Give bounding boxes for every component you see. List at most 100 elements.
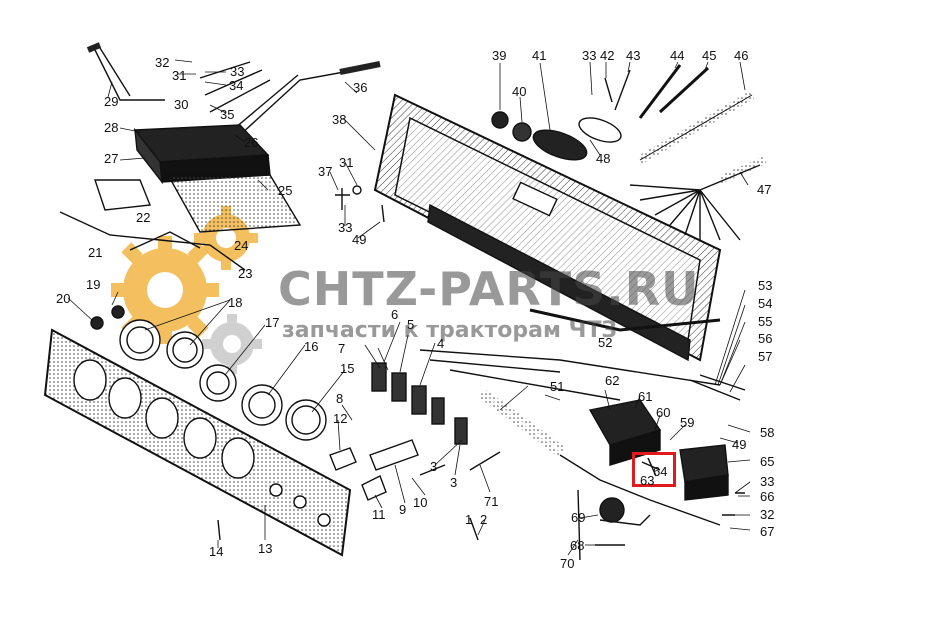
part-label-20[interactable]: 20 xyxy=(56,291,71,306)
part-label-34[interactable]: 34 xyxy=(229,78,244,93)
part-39 xyxy=(491,111,509,129)
part-label-8[interactable]: 8 xyxy=(336,391,344,406)
part-label-4[interactable]: 4 xyxy=(437,336,445,351)
part-label-1[interactable]: 1 xyxy=(465,512,473,527)
part-label-52[interactable]: 52 xyxy=(598,335,613,350)
part-41 xyxy=(532,129,588,161)
part-label-36[interactable]: 36 xyxy=(353,80,368,95)
part-label-67[interactable]: 67 xyxy=(760,524,775,539)
part-label-69[interactable]: 69 xyxy=(571,510,586,525)
part-label-33c[interactable]: 33 xyxy=(582,48,597,63)
part-label-11[interactable]: 11 xyxy=(372,507,386,522)
part-label-66[interactable]: 66 xyxy=(760,489,775,504)
part-label-71[interactable]: 71 xyxy=(484,494,499,509)
part-48 xyxy=(578,117,622,143)
gauge-17 xyxy=(199,364,237,402)
part-label-41[interactable]: 41 xyxy=(532,48,547,63)
part-label-14[interactable]: 14 xyxy=(209,544,224,559)
part-label-13[interactable]: 13 xyxy=(258,541,273,556)
part-label-55[interactable]: 55 xyxy=(758,314,773,329)
part-label-33b[interactable]: 33 xyxy=(338,220,353,235)
part-label-32b[interactable]: 32 xyxy=(760,507,775,522)
part-label-45[interactable]: 45 xyxy=(702,48,717,63)
part-label-39[interactable]: 39 xyxy=(492,48,507,63)
part-label-56[interactable]: 56 xyxy=(758,331,773,346)
part-label-49a[interactable]: 49 xyxy=(352,232,367,247)
part-label-19[interactable]: 19 xyxy=(86,277,101,292)
leader-lines xyxy=(67,59,751,556)
part-label-57[interactable]: 57 xyxy=(758,349,773,364)
part-label-30[interactable]: 30 xyxy=(174,97,189,112)
part-label-35[interactable]: 35 xyxy=(220,107,235,122)
part-label-24[interactable]: 24 xyxy=(234,238,249,253)
part-label-42[interactable]: 42 xyxy=(600,48,615,63)
part-label-12[interactable]: 12 xyxy=(333,411,348,426)
part-label-26[interactable]: 26 xyxy=(244,135,259,150)
panel-housing-38 xyxy=(373,93,722,362)
terminal-block-27 xyxy=(133,124,271,185)
part-label-58[interactable]: 58 xyxy=(760,425,775,440)
part-label-53[interactable]: 53 xyxy=(758,278,773,293)
part-label-59[interactable]: 59 xyxy=(680,415,695,430)
part-highlight-box xyxy=(632,452,676,487)
part-43 xyxy=(614,69,631,111)
part-44 xyxy=(638,64,682,119)
part-label-7[interactable]: 7 xyxy=(338,341,346,356)
part-label-3a[interactable]: 3 xyxy=(430,459,438,474)
part-label-23[interactable]: 23 xyxy=(238,266,253,281)
part-label-29[interactable]: 29 xyxy=(104,94,119,109)
part-label-16[interactable]: 16 xyxy=(304,339,319,354)
part-label-68[interactable]: 68 xyxy=(570,538,585,553)
part-label-31b[interactable]: 31 xyxy=(339,155,354,170)
part-label-49b[interactable]: 49 xyxy=(732,437,747,452)
part-label-60[interactable]: 60 xyxy=(656,405,671,420)
wire-22 xyxy=(94,179,151,211)
part-label-18[interactable]: 18 xyxy=(228,295,243,310)
part-label-43[interactable]: 43 xyxy=(626,48,641,63)
part-label-3b[interactable]: 3 xyxy=(450,475,458,490)
part-label-33a[interactable]: 33 xyxy=(230,64,245,79)
relay-62 xyxy=(588,399,662,466)
part-label-64[interactable]: 64 xyxy=(653,464,668,479)
part-label-17[interactable]: 17 xyxy=(265,315,280,330)
part-label-22[interactable]: 22 xyxy=(136,210,151,225)
part-label-33d[interactable]: 33 xyxy=(760,474,775,489)
part-label-63[interactable]: 63 xyxy=(640,473,655,488)
part-label-25[interactable]: 25 xyxy=(278,183,293,198)
part-12 xyxy=(329,447,357,471)
part-label-37[interactable]: 37 xyxy=(318,164,333,179)
watermark-gear-grey xyxy=(202,314,262,374)
part-label-48[interactable]: 48 xyxy=(596,151,611,166)
part-label-15[interactable]: 15 xyxy=(340,361,355,376)
part-label-54[interactable]: 54 xyxy=(758,296,773,311)
harness-51 xyxy=(478,389,567,457)
part-label-6[interactable]: 6 xyxy=(391,307,399,322)
part-label-10[interactable]: 10 xyxy=(413,495,428,510)
part-label-28[interactable]: 28 xyxy=(104,120,119,135)
part-label-5[interactable]: 5 xyxy=(407,317,415,332)
part-label-32a[interactable]: 32 xyxy=(155,55,170,70)
part-label-65[interactable]: 65 xyxy=(760,454,775,469)
part-label-27[interactable]: 27 xyxy=(104,151,119,166)
part-label-46[interactable]: 46 xyxy=(734,48,749,63)
part-label-31a[interactable]: 31 xyxy=(172,68,187,83)
part-label-40[interactable]: 40 xyxy=(512,84,527,99)
pin-2 xyxy=(469,517,479,541)
part-label-47[interactable]: 47 xyxy=(757,182,772,197)
part-label-21[interactable]: 21 xyxy=(88,245,103,260)
harness-29 xyxy=(94,47,165,101)
part-label-51[interactable]: 51 xyxy=(550,379,565,394)
part-label-61[interactable]: 61 xyxy=(638,389,653,404)
part-11 xyxy=(361,475,387,501)
part-label-9[interactable]: 9 xyxy=(399,502,407,517)
part-label-62[interactable]: 62 xyxy=(605,373,620,388)
part-label-70[interactable]: 70 xyxy=(560,556,575,571)
part-40 xyxy=(512,122,532,142)
part-label-2[interactable]: 2 xyxy=(480,512,488,527)
part-63-64 xyxy=(641,457,661,477)
part-label-38[interactable]: 38 xyxy=(332,112,347,127)
clamp-69 xyxy=(599,497,651,526)
gauge-cluster-18 xyxy=(119,319,204,369)
part-label-44[interactable]: 44 xyxy=(670,48,685,63)
